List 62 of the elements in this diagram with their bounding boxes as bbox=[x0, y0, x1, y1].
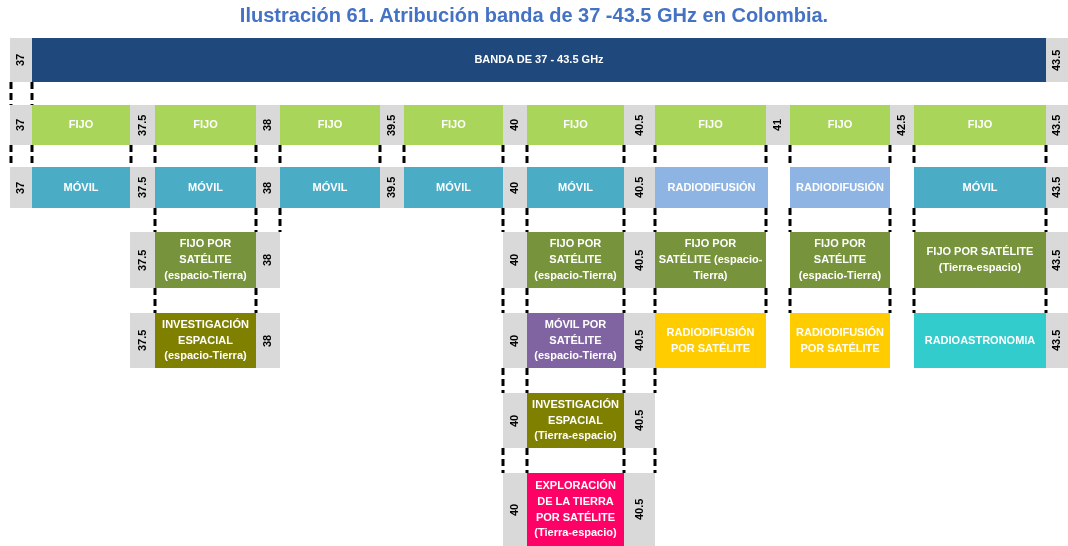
frequency-value: 40 bbox=[503, 313, 527, 368]
service-allocation-box: FIJO POR SATÉLITE (espacio-Tierra) bbox=[155, 232, 256, 288]
service-allocation-box: RADIOASTRONOMIA bbox=[914, 313, 1046, 368]
frequency-value: 40.5 bbox=[624, 473, 655, 546]
service-allocation-box: FIJO bbox=[655, 105, 766, 145]
service-allocation-box: FIJO POR SATÉLITE (espacio-Tierra) bbox=[527, 232, 624, 288]
service-allocation-box: RADIODIFUSIÓN bbox=[790, 167, 890, 208]
service-allocation-box: FIJO bbox=[404, 105, 503, 145]
frequency-value: 37.5 bbox=[130, 105, 155, 145]
frequency-value: 40 bbox=[503, 393, 527, 448]
service-allocation-box: RADIODIFUSIÓN POR SATÉLITE bbox=[790, 313, 890, 368]
service-allocation-box: MÓVIL bbox=[914, 167, 1046, 208]
frequency-value: 43.5 bbox=[1046, 232, 1068, 288]
service-allocation-box: FIJO bbox=[914, 105, 1046, 145]
service-allocation-box: MÓVIL bbox=[155, 167, 256, 208]
frequency-value: 42.5 bbox=[890, 105, 914, 145]
service-allocation-box: MÓVIL bbox=[280, 167, 380, 208]
frequency-value: 38 bbox=[256, 167, 280, 208]
frequency-value: 39.5 bbox=[380, 167, 404, 208]
frequency-value: 40.5 bbox=[624, 313, 655, 368]
service-allocation-box: RADIODIFUSIÓN POR SATÉLITE bbox=[655, 313, 766, 368]
frequency-value: 40.5 bbox=[624, 232, 655, 288]
service-allocation-box: INVESTIGACIÓN ESPACIAL (espacio-Tierra) bbox=[155, 313, 256, 368]
service-allocation-box: FIJO bbox=[280, 105, 380, 145]
frequency-value: 37.5 bbox=[130, 167, 155, 208]
frequency-value: 40 bbox=[503, 105, 527, 145]
frequency-value: 40.5 bbox=[624, 393, 655, 448]
frequency-value: 37 bbox=[10, 105, 32, 145]
service-allocation-box: FIJO POR SATÉLITE (espacio-Tierra) bbox=[655, 232, 766, 288]
service-allocation-box: MÓVIL POR SATÉLITE (espacio-Tierra) bbox=[527, 313, 624, 368]
frequency-value: 37.5 bbox=[130, 313, 155, 368]
frequency-value: 40 bbox=[503, 232, 527, 288]
service-allocation-box: MÓVIL bbox=[527, 167, 624, 208]
service-allocation-box: MÓVIL bbox=[404, 167, 503, 208]
frequency-value: 38 bbox=[256, 313, 280, 368]
service-allocation-box: FIJO bbox=[155, 105, 256, 145]
frequency-value: 43.5 bbox=[1046, 313, 1068, 368]
band-bar: BANDA DE 37 - 43.5 GHz bbox=[32, 38, 1046, 82]
frequency-value: 40 bbox=[503, 473, 527, 546]
frequency-value: 43.5 bbox=[1046, 167, 1068, 208]
frequency-value: 40.5 bbox=[624, 105, 655, 145]
service-allocation-box: FIJO bbox=[790, 105, 890, 145]
service-allocation-box: MÓVIL bbox=[32, 167, 130, 208]
frequency-value: 38 bbox=[256, 105, 280, 145]
service-allocation-box: FIJO POR SATÉLITE (Tierra-espacio) bbox=[914, 232, 1046, 288]
service-allocation-box: RADIODIFUSIÓN bbox=[655, 167, 768, 208]
frequency-value: 40 bbox=[503, 167, 527, 208]
frequency-value: 41 bbox=[766, 105, 790, 145]
service-allocation-box: FIJO POR SATÉLITE (espacio-Tierra) bbox=[790, 232, 890, 288]
frequency-value: 39.5 bbox=[380, 105, 404, 145]
frequency-value: 40.5 bbox=[624, 167, 655, 208]
service-allocation-box: INVESTIGACIÓN ESPACIAL (Tierra-espacio) bbox=[527, 393, 624, 448]
service-allocation-box: FIJO bbox=[32, 105, 130, 145]
service-allocation-box: FIJO bbox=[527, 105, 624, 145]
frequency-value: 43.5 bbox=[1046, 105, 1068, 145]
frequency-value: 43.5 bbox=[1046, 38, 1068, 82]
service-allocation-box: EXPLORACIÓN DE LA TIERRA POR SATÉLITE (Tierra-espacio) bbox=[527, 473, 624, 546]
frequency-value: 37 bbox=[10, 38, 32, 82]
frequency-value: 37.5 bbox=[130, 232, 155, 288]
frequency-value: 37 bbox=[10, 167, 32, 208]
diagram-title: Ilustración 61. Atribución banda de 37 -43.5 GHz en Colombia. bbox=[238, 4, 830, 27]
frequency-value: 38 bbox=[256, 232, 280, 288]
